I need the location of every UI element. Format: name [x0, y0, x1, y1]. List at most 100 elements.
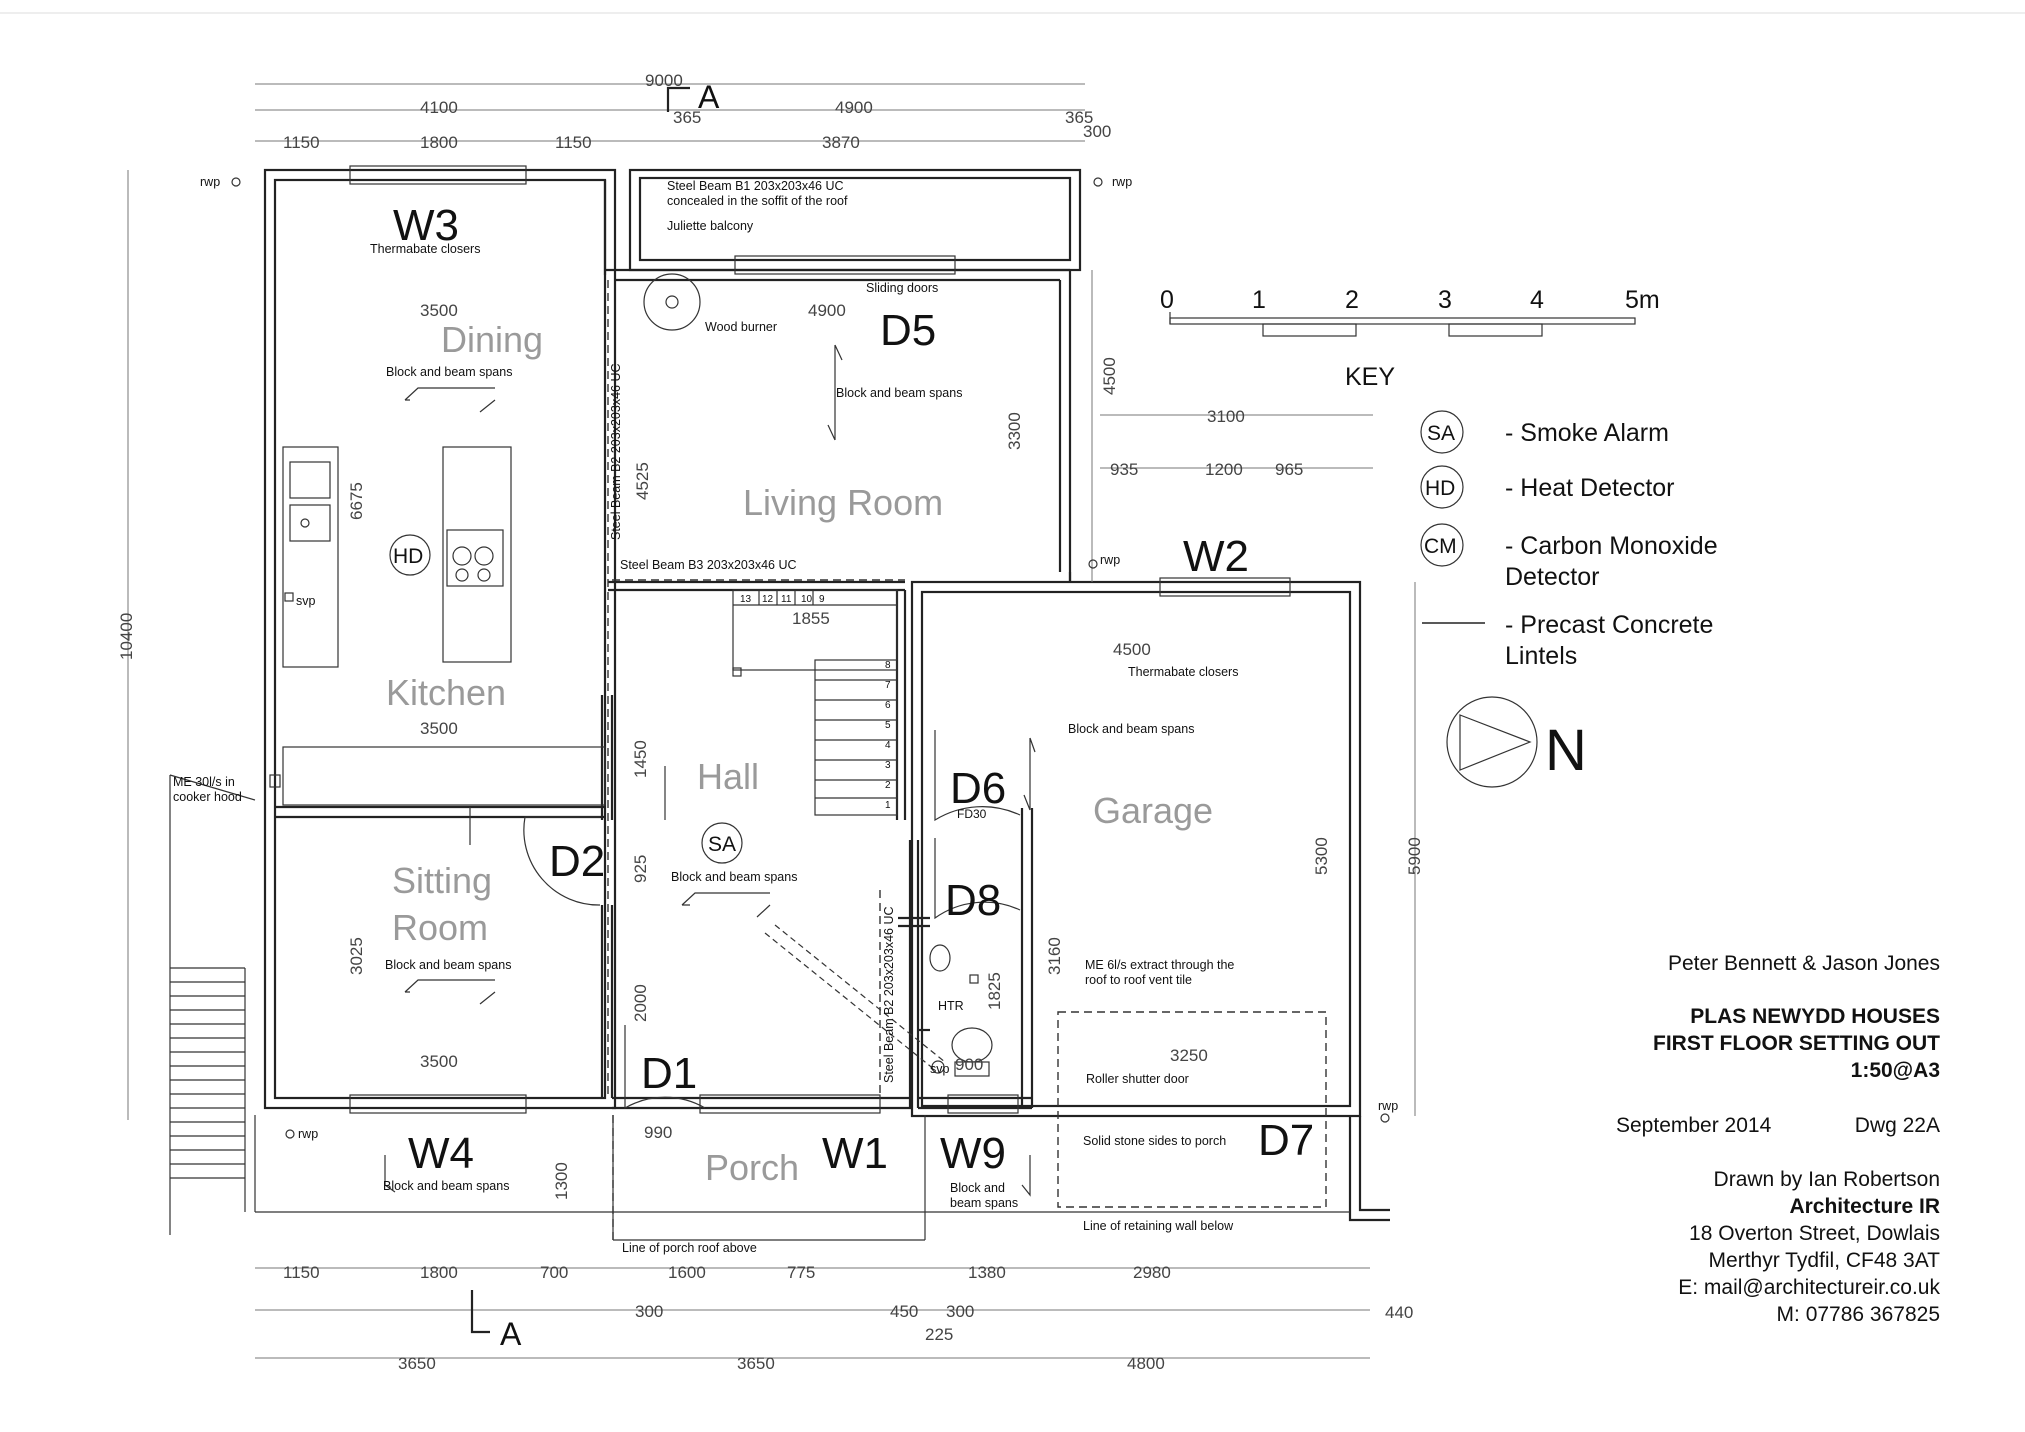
door-swings: [469, 730, 1021, 1110]
kitchen-fittings: [269, 446, 606, 806]
label-dims-top-365b: 365: [1065, 108, 1093, 127]
label-dims-b-3650a: 3650: [398, 1354, 436, 1373]
fixtures: [643, 273, 993, 1077]
label-stairs-side-1: 7: [885, 680, 891, 691]
note-rwp-tr: rwp: [1112, 175, 1132, 189]
label-stairs-top-3: 10: [801, 594, 813, 605]
label-dims-v-4525: 4525: [633, 462, 652, 500]
room-sitting-line2: Room: [392, 907, 488, 948]
note-steel-b2-left: Steel Beam B2 203x203x46 UC: [609, 364, 623, 541]
key-heat-detector-symbol: [1420, 465, 1464, 509]
label-dims-b-3650b: 3650: [737, 1354, 775, 1373]
label-stairs-top-0: 13: [740, 594, 752, 605]
label-dims-garage-3250: 3250: [1170, 1046, 1208, 1065]
label-stairs-side-2: 6: [885, 700, 891, 711]
label-dims-b-1600: 1600: [668, 1263, 706, 1282]
key-heat-detector: - Heat Detector: [1505, 474, 1675, 502]
window-openings: [349, 165, 1291, 1114]
label-dims-b-300b: 300: [946, 1302, 974, 1321]
label-dims-v-3300: 3300: [1005, 412, 1024, 450]
north-label: N: [1545, 718, 1587, 783]
note-steel-b3: Steel Beam B3 203x203x46 UC: [620, 558, 797, 572]
label-d5: D5: [880, 306, 936, 355]
label-dims-v-4500: 4500: [1100, 357, 1119, 395]
room-sitting-line1: Sitting: [392, 860, 492, 901]
tb-drawing: FIRST FLOOR SETTING OUT: [1653, 1032, 1940, 1055]
note-juliette: Juliette balcony: [667, 219, 754, 233]
label-dims-sitting-3025: 3025: [347, 937, 366, 975]
label-dims-sitting-3500: 3500: [420, 1052, 458, 1071]
label-dims-top-4900: 4900: [835, 98, 873, 117]
label-d8: D8: [945, 876, 1001, 925]
label-w4: W4: [408, 1129, 474, 1178]
tb-clients: Peter Bennett & Jason Jones: [1668, 952, 1940, 975]
label-dims-b-2980: 2980: [1133, 1263, 1171, 1282]
room-porch: Porch: [705, 1147, 799, 1188]
note-rwp-mid: rwp: [1100, 553, 1120, 567]
note-retaining: Line of retaining wall below: [1083, 1219, 1234, 1233]
tb-firm: Architecture IR: [1789, 1195, 1940, 1218]
label-dims-v-10400: 10400: [117, 613, 136, 660]
note-svp-kitchen: svp: [296, 594, 316, 608]
label-dims-b-700: 700: [540, 1263, 568, 1282]
note-roller: Roller shutter door: [1086, 1072, 1189, 1086]
tb-project: PLAS NEWYDD HOUSES: [1690, 1005, 1940, 1028]
label-dims-garage-5300: 5300: [1312, 837, 1331, 875]
note-bb-sitting: Block and beam spans: [385, 958, 511, 972]
tb-email: E: mail@architectureir.co.uk: [1678, 1276, 1940, 1299]
label-dims-b-775: 775: [787, 1263, 815, 1282]
tb-addr1: 18 Overton Street, Dowlais: [1689, 1222, 1940, 1245]
key-co-detector-line1: - Carbon Monoxide: [1505, 532, 1718, 560]
label-dims-stair-1855: 1855: [792, 609, 830, 628]
scale-label-5m: 5m: [1625, 286, 1660, 314]
label-dims-wc-1825: 1825: [985, 972, 1004, 1010]
note-wood-burner: Wood burner: [705, 320, 777, 334]
note-stone: Solid stone sides to porch: [1083, 1134, 1226, 1148]
label-d1: D1: [641, 1049, 697, 1098]
section-a-top: A: [698, 79, 720, 115]
north-arrow-icon: [1446, 696, 1538, 788]
label-stairs-top-1: 12: [762, 594, 774, 605]
note-rwp-bl: rwp: [298, 1127, 318, 1141]
label-dims-garage-5900: 5900: [1405, 837, 1424, 875]
label-dims-b-440: 440: [1385, 1303, 1413, 1322]
label-dims-hall-925: 925: [631, 855, 650, 883]
label-w1: W1: [822, 1129, 888, 1178]
label-dims-top-1150a: 1150: [283, 133, 320, 152]
label-dims-b-1800: 1800: [420, 1263, 458, 1282]
note-me30-line1: ME 30l/s in: [173, 775, 235, 789]
note-porch-roof: Line of porch roof above: [622, 1241, 757, 1255]
room-living: Living Room: [743, 482, 943, 523]
label-dims-b-1150: 1150: [283, 1263, 320, 1282]
key-sa-label: SA: [1427, 422, 1455, 445]
label-dims-top-4100: 4100: [420, 98, 458, 117]
span-arrows: [384, 344, 1036, 1197]
label-dims-top-1800: 1800: [420, 133, 458, 152]
note-bb-w9-line2: beam spans: [950, 1196, 1018, 1210]
rwp-symbols: [231, 177, 1390, 1139]
key-co-detector-line2: Detector: [1505, 563, 1599, 591]
label-dims-hall-1450: 1450: [631, 740, 650, 778]
key-title: KEY: [1345, 363, 1395, 391]
note-thermabate-w3: Thermabate closers: [370, 242, 480, 256]
tb-mobile: M: 07786 367825: [1777, 1303, 1940, 1326]
label-dims-b-300a: 300: [635, 1302, 663, 1321]
scale-label-4: 4: [1530, 286, 1544, 314]
key-cm-label: CM: [1424, 535, 1457, 558]
dimension-values: 9000 4100 4900 365 365 300 1150 1800 115…: [117, 71, 1424, 1373]
label-dims-b-1380: 1380: [968, 1263, 1006, 1282]
label-dims-top-1150b: 1150: [555, 133, 592, 152]
title-block: Peter Bennett & Jason Jones PLAS NEWYDD …: [1616, 952, 1940, 1326]
smoke-alarm-symbol: [701, 822, 743, 864]
label-dims-r-1200: 1200: [1205, 460, 1243, 479]
heat-detector-symbol: [389, 534, 431, 576]
key-smoke-alarm: - Smoke Alarm: [1505, 419, 1669, 447]
room-garage: Garage: [1093, 790, 1213, 831]
tb-dwg: Dwg 22A: [1855, 1114, 1940, 1137]
label-dims-dining-3500: 3500: [420, 301, 458, 320]
label-dims-top-300: 300: [1083, 122, 1111, 141]
note-htr: HTR: [938, 999, 964, 1013]
key-smoke-alarm-symbol: [1420, 410, 1464, 454]
